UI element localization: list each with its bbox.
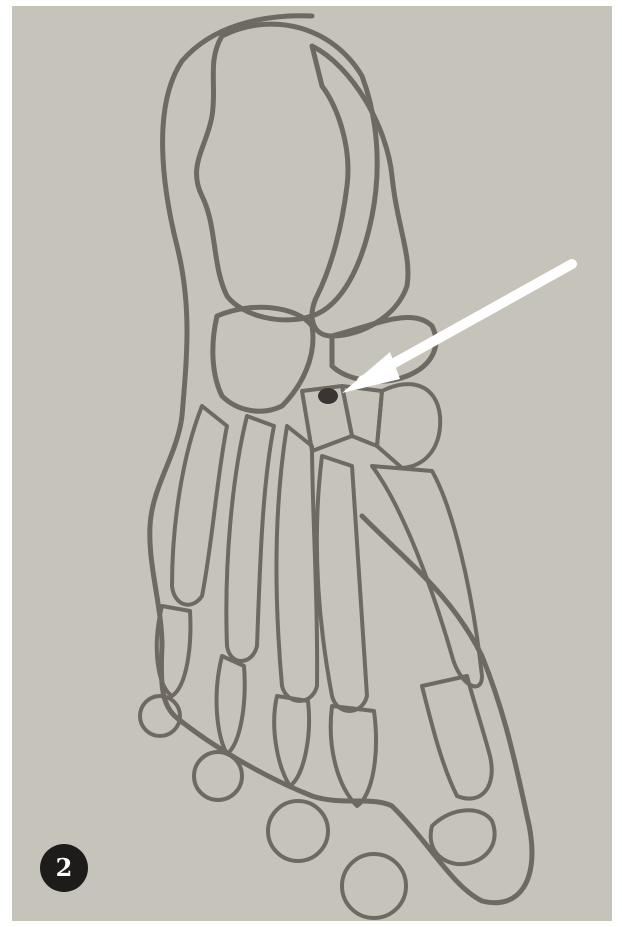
hallux-distal-phalanx bbox=[431, 810, 495, 864]
phalanx-1 bbox=[422, 676, 492, 799]
metatarsal-1 bbox=[372, 466, 482, 686]
panel-number-badge: 2 bbox=[40, 844, 88, 892]
foot-outline bbox=[150, 16, 532, 903]
lesion-marker bbox=[318, 388, 338, 404]
toe-tip-4 bbox=[194, 752, 242, 800]
foot-radiograph-tracing: 2 bbox=[12, 6, 612, 921]
toe-tip-3 bbox=[268, 801, 328, 861]
metatarsal-3 bbox=[277, 426, 318, 701]
metatarsal-2 bbox=[317, 456, 367, 711]
foot-bones-drawing bbox=[12, 6, 612, 921]
metatarsal-4 bbox=[226, 416, 274, 661]
phalanx-4 bbox=[217, 656, 245, 754]
medial-cuneiform bbox=[377, 384, 440, 468]
talus bbox=[312, 46, 408, 336]
cuboid bbox=[213, 307, 313, 411]
phalanx-2 bbox=[331, 706, 376, 806]
phalanx-3 bbox=[274, 696, 309, 786]
toe-tip-2 bbox=[342, 854, 406, 918]
